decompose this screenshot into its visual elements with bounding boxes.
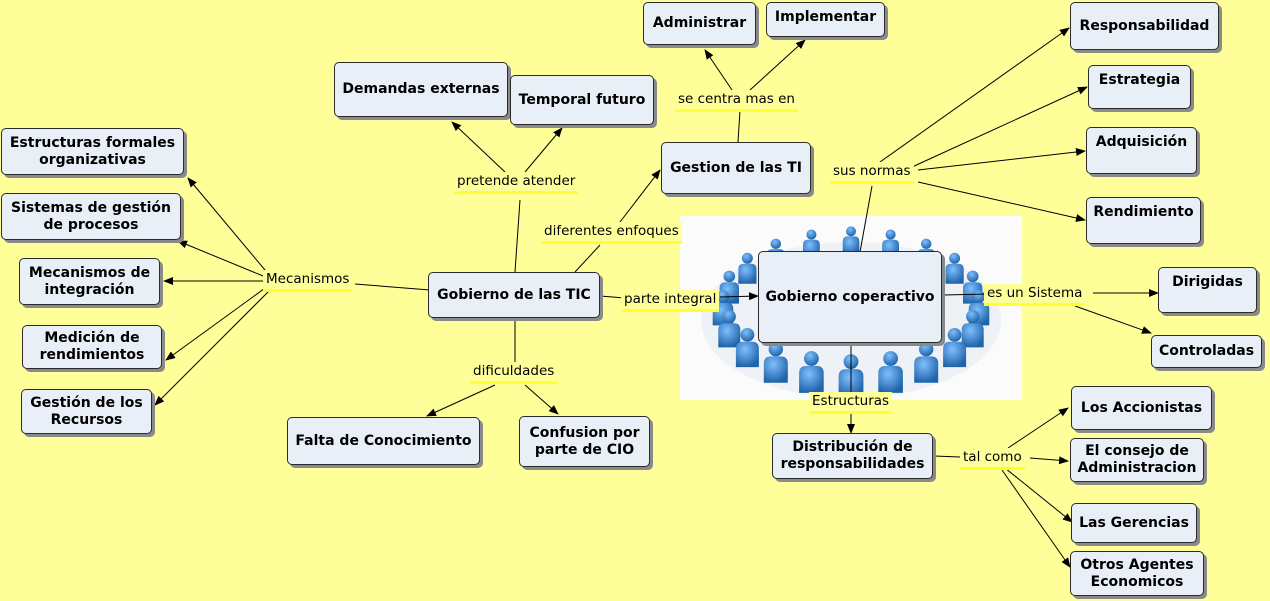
node-gestion-recursos-label: Gestión de los Recursos bbox=[30, 394, 143, 428]
node-consejo[interactable]: El consejo de Administracion bbox=[1070, 438, 1204, 482]
node-rendimiento-label: Rendimiento bbox=[1093, 204, 1194, 220]
node-demandas-externas-label: Demandas externas bbox=[342, 81, 500, 97]
node-consejo-label: El consejo de Administracion bbox=[1077, 443, 1197, 476]
node-gobierno-tic[interactable]: Gobierno de las TIC bbox=[428, 272, 600, 318]
node-temporal-futuro-label: Temporal futuro bbox=[518, 91, 646, 108]
node-estrategia-label: Estrategia bbox=[1098, 72, 1181, 88]
node-sistemas-gestion[interactable]: Sistemas de gestión de procesos bbox=[1, 193, 181, 240]
node-adquisicion[interactable]: Adquisición bbox=[1086, 127, 1197, 174]
link-tal-como: tal como bbox=[960, 448, 1025, 467]
node-responsabilidad-label: Responsabilidad bbox=[1079, 17, 1210, 34]
node-medicion-rendimientos-label: Medición de rendimientos bbox=[39, 330, 145, 363]
node-confusion-cio[interactable]: Confusion por parte de CIO bbox=[519, 416, 650, 467]
node-falta-conocimiento-label: Falta de Conocimiento bbox=[295, 432, 472, 449]
person-figure bbox=[878, 351, 903, 393]
node-otros-agentes-label: Otros Agentes Economicos bbox=[1080, 556, 1194, 590]
link-diferentes-enfoques: diferentes enfoques bbox=[541, 222, 682, 241]
node-implementar-label: Implementar bbox=[774, 9, 877, 25]
node-gestion-ti-label: Gestion de las TI bbox=[670, 159, 802, 176]
node-gobierno-coperactivo[interactable]: Gobierno coperactivo bbox=[758, 251, 942, 343]
node-gestion-recursos[interactable]: Gestión de los Recursos bbox=[21, 389, 152, 434]
node-gobierno-tic-label: Gobierno de las TIC bbox=[437, 286, 591, 303]
node-gobierno-coperactivo-label: Gobierno coperactivo bbox=[765, 288, 935, 305]
node-rendimiento[interactable]: Rendimiento bbox=[1086, 197, 1201, 244]
link-se-centra: se centra mas en bbox=[675, 90, 798, 109]
link-dificuldades: dificuldades bbox=[470, 362, 558, 381]
link-estructuras: Estructuras bbox=[809, 392, 893, 411]
node-accionistas[interactable]: Los Accionistas bbox=[1071, 386, 1212, 430]
node-sistemas-gestion-label: Sistemas de gestión de procesos bbox=[11, 199, 171, 233]
person-figure bbox=[738, 252, 757, 284]
person-figure bbox=[842, 226, 860, 255]
node-temporal-futuro[interactable]: Temporal futuro bbox=[510, 75, 654, 125]
node-gerencias-label: Las Gerencias bbox=[1079, 514, 1189, 531]
node-accionistas-label: Los Accionistas bbox=[1080, 399, 1203, 416]
node-dirigidas-label: Dirigidas bbox=[1172, 274, 1243, 290]
link-sus-normas: sus normas bbox=[830, 162, 914, 181]
node-controladas[interactable]: Controladas bbox=[1151, 335, 1262, 368]
node-distribucion[interactable]: Distribución de responsabilidades bbox=[772, 433, 933, 479]
person-figure bbox=[914, 342, 939, 383]
node-demandas-externas[interactable]: Demandas externas bbox=[334, 62, 508, 117]
node-estructuras-formales-label: Estructuras formales organizativas bbox=[9, 134, 176, 168]
person-figure bbox=[735, 328, 759, 368]
person-figure bbox=[718, 310, 741, 348]
node-dirigidas[interactable]: Dirigidas bbox=[1158, 267, 1257, 313]
person-figure bbox=[943, 328, 967, 368]
node-confusion-cio-label: Confusion por parte de CIO bbox=[529, 424, 640, 458]
node-gestion-ti[interactable]: Gestion de las TI bbox=[661, 142, 811, 194]
node-mecanismos-integracion-label: Mecanismos de integración bbox=[28, 264, 151, 298]
node-estructuras-formales[interactable]: Estructuras formales organizativas bbox=[1, 128, 184, 175]
node-estrategia[interactable]: Estrategia bbox=[1088, 65, 1191, 109]
person-figure bbox=[799, 351, 824, 393]
node-administrar[interactable]: Administrar bbox=[643, 2, 756, 45]
node-adquisicion-label: Adquisición bbox=[1095, 134, 1188, 150]
link-mecanismos: Mecanismos bbox=[263, 270, 353, 289]
node-controladas-label: Controladas bbox=[1158, 343, 1255, 359]
link-pretende-atender: pretende atender bbox=[454, 172, 579, 191]
person-figure bbox=[763, 342, 788, 383]
node-responsabilidad[interactable]: Responsabilidad bbox=[1070, 2, 1219, 50]
link-parte-integral: parte integral bbox=[621, 290, 720, 309]
node-medicion-rendimientos[interactable]: Medición de rendimientos bbox=[22, 325, 162, 369]
node-gerencias[interactable]: Las Gerencias bbox=[1071, 503, 1197, 543]
node-implementar[interactable]: Implementar bbox=[766, 2, 885, 37]
node-administrar-label: Administrar bbox=[652, 15, 747, 31]
person-figure bbox=[945, 252, 964, 284]
node-otros-agentes[interactable]: Otros Agentes Economicos bbox=[1070, 551, 1204, 596]
link-es-un-sistema: es un Sistema bbox=[984, 284, 1086, 303]
node-mecanismos-integracion[interactable]: Mecanismos de integración bbox=[19, 258, 160, 305]
person-figure bbox=[961, 310, 984, 348]
node-distribucion-label: Distribución de responsabilidades bbox=[780, 439, 925, 472]
node-falta-conocimiento[interactable]: Falta de Conocimiento bbox=[287, 417, 480, 465]
